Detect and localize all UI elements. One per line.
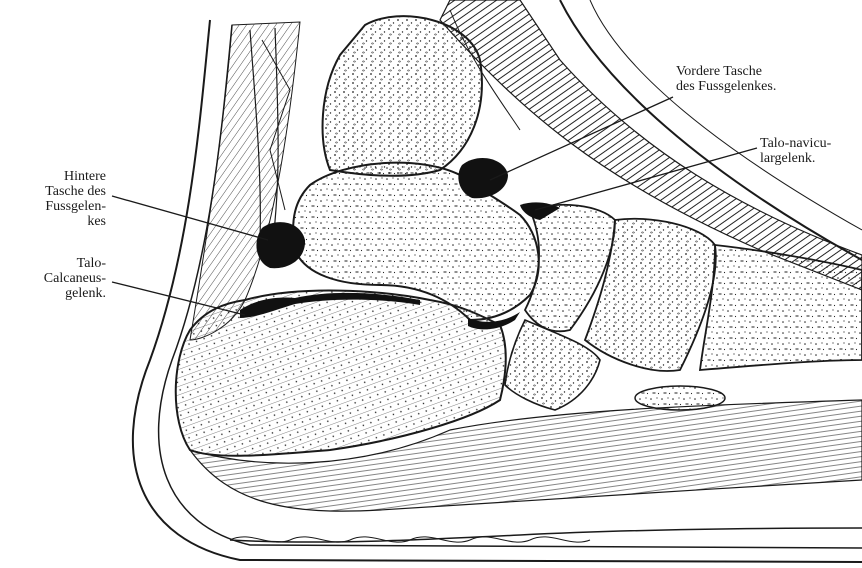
label-line: des Fussgelenkes. [676,79,776,94]
label-line: Talo- [44,256,106,271]
label-line: Hintere [45,169,106,184]
metatarsal-base [700,245,862,370]
label-line: Calcaneus- [44,271,106,286]
label-talo-calcaneus: Talo- Calcaneus- gelenk. [44,256,106,301]
anterior-pocket [458,158,508,198]
label-line: gelenk. [44,286,106,301]
label-talo-navicular: Talo-navicu- largelenk. [760,136,831,166]
label-line: Fussgelen- [45,199,106,214]
cuboid [505,320,600,410]
label-line: kes [45,214,106,229]
label-vordere-tasche: Vordere Tasche des Fussgelenkes. [676,64,776,94]
label-hintere-tasche: Hintere Tasche des Fussgelen- kes [45,169,106,229]
label-line: largelenk. [760,151,831,166]
label-line: Vordere Tasche [676,64,776,79]
label-line: Tasche des [45,184,106,199]
posterior-pocket [256,222,305,268]
label-line: Talo-navicu- [760,136,831,151]
sole-fat [230,537,590,542]
plantar-vessel [635,386,725,410]
